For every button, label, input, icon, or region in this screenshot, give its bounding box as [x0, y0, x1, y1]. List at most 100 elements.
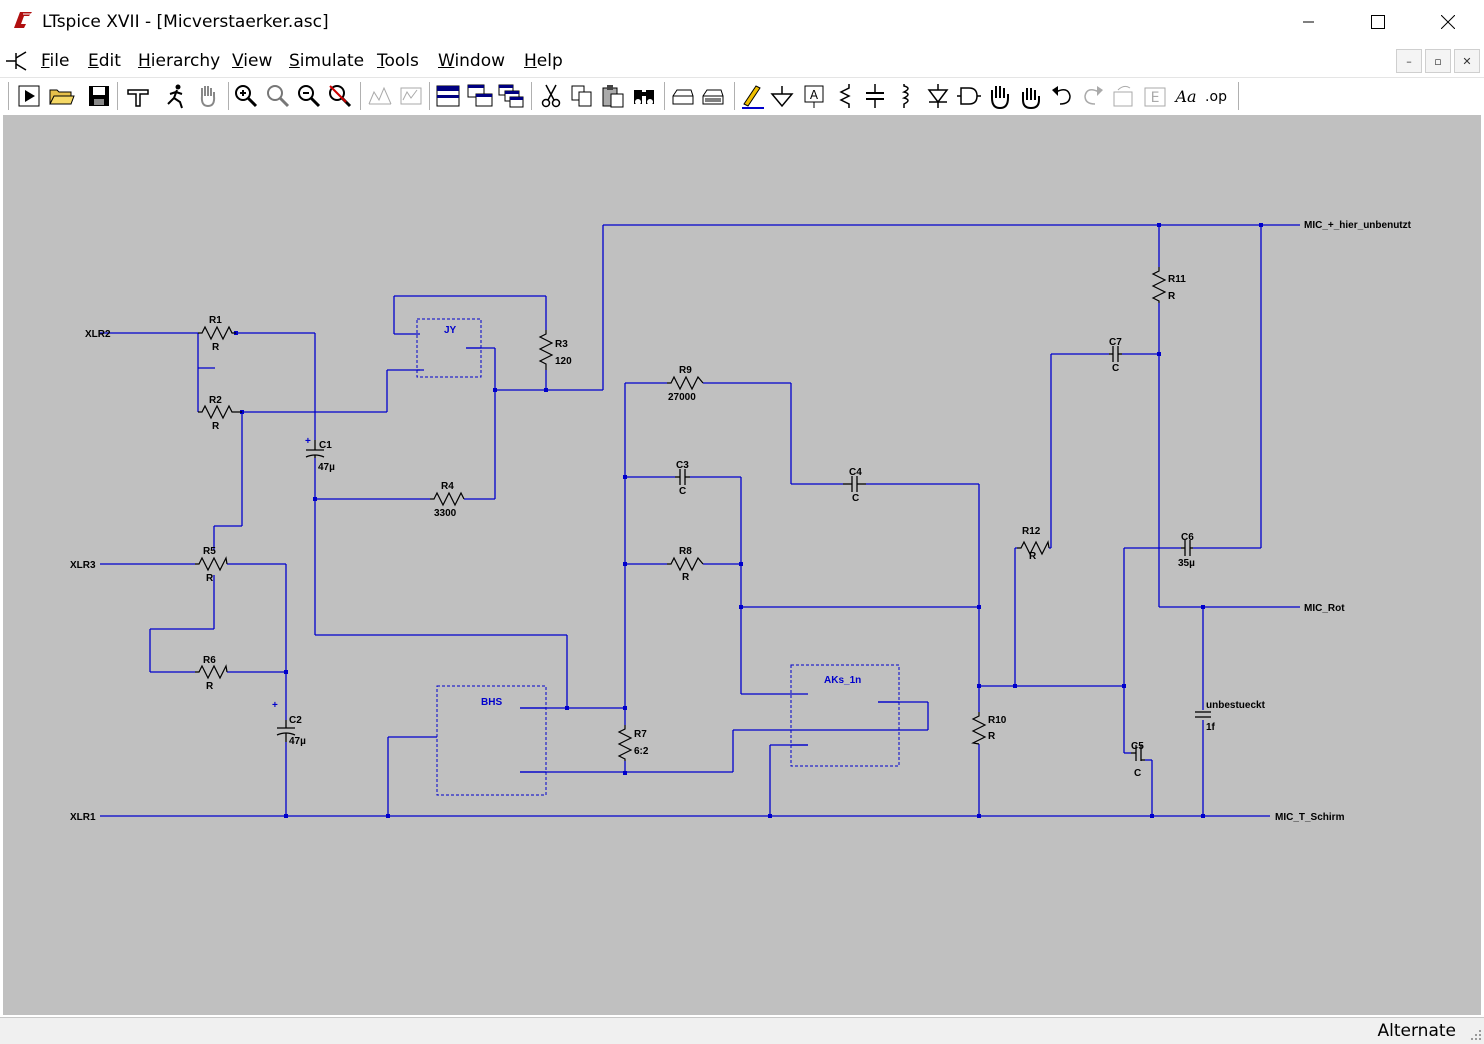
- save-icon[interactable]: [85, 82, 113, 110]
- menu-view[interactable]: View: [232, 51, 273, 71]
- pan-icon[interactable]: [194, 82, 222, 110]
- r9-symbol: [667, 375, 704, 391]
- spice-directive-icon[interactable]: .op: [1202, 82, 1230, 110]
- text-icon[interactable]: Aa: [1172, 82, 1200, 110]
- undo-icon[interactable]: [1048, 82, 1076, 110]
- cx-symbol: [1195, 711, 1211, 718]
- menu-hierarchy[interactable]: Hierarchy: [138, 51, 221, 71]
- mirror-icon[interactable]: E: [1141, 82, 1169, 110]
- r1-value: R: [212, 342, 220, 353]
- r9-value: 27000: [668, 392, 696, 403]
- run-icon[interactable]: [15, 82, 43, 110]
- label-net-icon[interactable]: A: [800, 82, 828, 110]
- r1-symbol: [198, 325, 236, 341]
- waveform-window-icon[interactable]: [466, 82, 494, 110]
- c7-value: C: [1112, 363, 1119, 374]
- toolbar-separator: [734, 82, 735, 110]
- menu-file[interactable]: File: [41, 51, 70, 71]
- print-preview-icon[interactable]: [699, 82, 727, 110]
- inductor-icon[interactable]: [892, 82, 920, 110]
- draw-wire-icon[interactable]: [738, 82, 766, 110]
- cut-icon[interactable]: [537, 82, 565, 110]
- find-icon[interactable]: [630, 82, 658, 110]
- toolbar-separator: [531, 82, 532, 110]
- port-xlr1: XLR1: [70, 812, 96, 823]
- maximize-button[interactable]: [1355, 0, 1401, 44]
- zoom-cancel-icon[interactable]: [326, 82, 354, 110]
- c2-plus: +: [272, 700, 278, 711]
- print-icon[interactable]: [669, 82, 697, 110]
- control-panel-icon[interactable]: [124, 82, 152, 110]
- zoom-out-icon[interactable]: [295, 82, 323, 110]
- toolbar-separator: [360, 82, 361, 110]
- r8-value: R: [682, 572, 690, 583]
- menu-tools[interactable]: Tools: [377, 51, 419, 71]
- r4-value: 3300: [434, 508, 457, 519]
- c5-symbol: [1131, 745, 1145, 761]
- copy-icon[interactable]: [568, 82, 596, 110]
- r7-symbol: [617, 725, 633, 761]
- open-icon[interactable]: [47, 82, 75, 110]
- netlist-window-icon[interactable]: [497, 82, 525, 110]
- mdi-close-button[interactable]: ✕: [1454, 49, 1480, 73]
- r10-name: R10: [988, 715, 1007, 726]
- close-button[interactable]: [1425, 0, 1471, 44]
- menu-simulate[interactable]: Simulate: [289, 51, 365, 71]
- resistor-icon[interactable]: [831, 82, 859, 110]
- r12-value: R: [1029, 551, 1037, 562]
- aks-block: [790, 664, 900, 767]
- capacitor-icon[interactable]: [861, 82, 889, 110]
- cx-name: unbestueckt: [1206, 700, 1266, 711]
- menu-help[interactable]: Help: [524, 51, 563, 71]
- toolbar-separator: [117, 82, 118, 110]
- svg-text:E: E: [1151, 90, 1160, 106]
- bhs-block: [436, 685, 547, 796]
- r3-symbol: [538, 330, 554, 370]
- ltspice-logo-icon: [14, 12, 32, 28]
- r2-name: R2: [209, 395, 222, 406]
- menu-window[interactable]: Window: [438, 51, 506, 71]
- r12-name: R12: [1022, 526, 1041, 537]
- drag-icon[interactable]: [1017, 82, 1045, 110]
- zoom-fit-icon[interactable]: [264, 82, 292, 110]
- mdi-minimize-button[interactable]: –: [1396, 49, 1422, 73]
- c7-name: C7: [1109, 337, 1122, 348]
- status-bar: [0, 1017, 1484, 1044]
- move-icon[interactable]: [986, 82, 1014, 110]
- r8-symbol: [667, 556, 704, 572]
- minimize-button[interactable]: [1286, 0, 1332, 44]
- ground-icon[interactable]: [768, 82, 796, 110]
- paste-icon[interactable]: [599, 82, 627, 110]
- r7-value: 6:2: [634, 746, 649, 757]
- c3-value: C: [679, 486, 686, 497]
- mdi-restore-button[interactable]: ▫: [1425, 49, 1451, 73]
- rotate-icon[interactable]: [1110, 82, 1138, 110]
- c4-symbol: [843, 476, 866, 492]
- status-mode: Alternate: [1377, 1021, 1456, 1041]
- c1-value: 47µ: [318, 462, 335, 473]
- r5-value: R: [206, 573, 214, 584]
- resize-grip-icon[interactable]: [1468, 1027, 1482, 1041]
- jy-label: JY: [444, 325, 457, 336]
- cascade-icon[interactable]: [397, 82, 425, 110]
- port-mic-schirm: MIC_T_Schirm: [1275, 812, 1345, 823]
- halt-icon[interactable]: [162, 82, 190, 110]
- port-xlr2: XLR2: [85, 329, 111, 340]
- zoom-in-icon[interactable]: [232, 82, 260, 110]
- title-bar: [0, 0, 1484, 44]
- tile-icon[interactable]: [366, 82, 394, 110]
- component-icon[interactable]: [955, 82, 983, 110]
- r6-symbol: [195, 664, 228, 680]
- toolbar-grip: [8, 82, 9, 110]
- schematic-window-icon[interactable]: [434, 82, 462, 110]
- c2-name: C2: [289, 715, 302, 726]
- menu-edit[interactable]: Edit: [88, 51, 121, 71]
- schematic-canvas[interactable]: + + JY BHS AKs_1n XLR2 XLR3 XLR1 MIC_+_h…: [3, 115, 1481, 1015]
- port-mic-rot: MIC_Rot: [1304, 603, 1345, 614]
- schematic-doc-icon[interactable]: [4, 48, 30, 74]
- redo-icon[interactable]: [1079, 82, 1107, 110]
- bhs-label: BHS: [481, 697, 502, 708]
- r2-symbol: [198, 404, 242, 420]
- r11-value: R: [1168, 291, 1176, 302]
- diode-icon[interactable]: [924, 82, 952, 110]
